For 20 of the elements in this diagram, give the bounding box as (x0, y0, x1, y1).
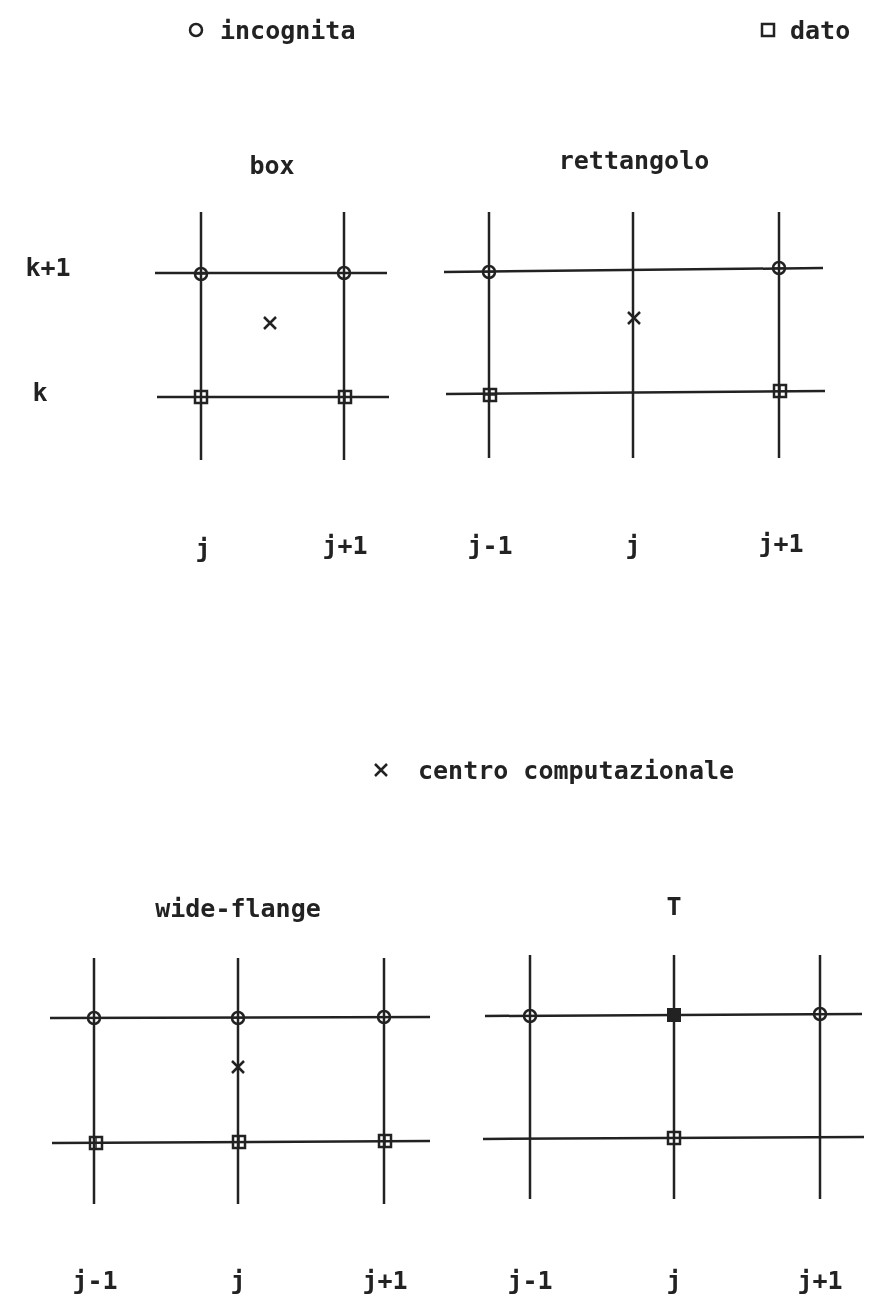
section-title: rettangolo (558, 145, 710, 175)
column-label: j+1 (797, 1265, 843, 1295)
column-label: j-1 (507, 1265, 553, 1295)
column-label: j+1 (362, 1265, 408, 1295)
section-title: wide-flange (155, 893, 321, 923)
row-label: k+1 (25, 252, 71, 282)
column-label: j-1 (72, 1265, 118, 1295)
legend-label: centro computazionale (418, 755, 735, 785)
column-label: j (195, 533, 211, 563)
column-label: j (666, 1265, 682, 1295)
column-label: j+1 (758, 528, 804, 558)
column-label: j+1 (322, 530, 368, 560)
column-label: j-1 (467, 530, 513, 560)
legend-label: dato (790, 15, 851, 45)
column-label: j (230, 1265, 246, 1295)
row-label: k (32, 377, 48, 407)
legend-label: incognita (220, 15, 356, 45)
section-title: box (249, 150, 295, 180)
column-label: j (625, 530, 641, 560)
section-title: T (666, 891, 682, 921)
